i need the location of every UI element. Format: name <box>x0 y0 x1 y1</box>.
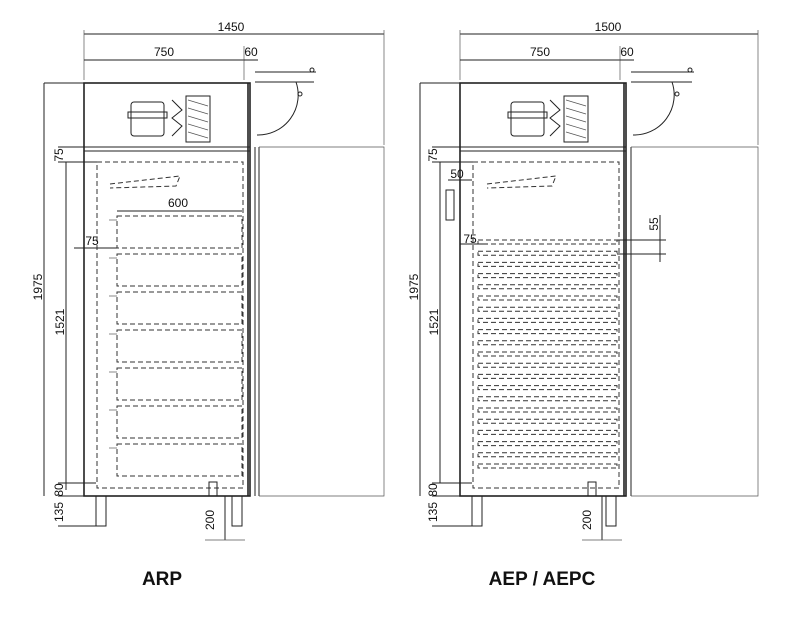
arp-trays <box>109 215 243 477</box>
arp-dim-200: 200 <box>203 510 217 530</box>
arp-tray <box>116 405 243 439</box>
arp-tray <box>116 253 243 287</box>
arp-dim-600: 600 <box>168 196 188 210</box>
aep-cabinet-outline <box>459 82 627 497</box>
aep-tray <box>477 362 618 368</box>
aep-tray <box>477 239 618 245</box>
aep-fan <box>549 99 561 137</box>
arp-dim-80: 80 <box>52 483 66 497</box>
arp-dim-60: 60 <box>244 45 258 59</box>
arp-cabinet-outline <box>83 82 251 497</box>
arp-condenser-fins <box>187 99 209 139</box>
aep-dim-1500: 1500 <box>595 20 622 34</box>
arp-hinge-dot <box>297 91 303 97</box>
arp-tray <box>116 443 243 477</box>
aep-tray <box>477 385 618 391</box>
arp-foot-right <box>231 495 243 527</box>
aep-foot-left <box>471 495 483 527</box>
aep-side-panel <box>445 189 455 221</box>
aep-tray <box>477 373 618 379</box>
aep-tray <box>477 295 618 301</box>
arp-compressor-band <box>127 111 168 119</box>
arp-tray <box>116 215 243 249</box>
aep-tray <box>477 284 618 290</box>
arp-compressor <box>130 101 165 137</box>
aep-tray <box>477 441 618 447</box>
aep-tray <box>477 463 618 469</box>
aep-tray <box>477 306 618 312</box>
aep-foot-right <box>605 495 617 527</box>
aep-dim-75-top: 75 <box>426 148 440 162</box>
aep-dim-200: 200 <box>580 510 594 530</box>
aep-dim-75-rail: 75 <box>463 232 477 246</box>
aep-dim-1521: 1521 <box>427 308 441 335</box>
aep-compressor <box>510 101 545 137</box>
aep-dim-135: 135 <box>426 502 440 522</box>
arp-condenser <box>185 95 211 143</box>
aep-tray <box>477 340 618 346</box>
arp-dim-1521: 1521 <box>53 308 67 335</box>
arp-fan <box>171 99 183 137</box>
aep-control-knob <box>687 67 693 73</box>
aep-model-label: AEP / AEPC <box>489 569 596 590</box>
arp-dim-750: 750 <box>154 45 174 59</box>
aep-tray <box>477 418 618 424</box>
aep-dim-80: 80 <box>426 483 440 497</box>
arp-model-label: ARP <box>142 569 182 590</box>
aep-tray <box>477 329 618 335</box>
arp-dim-75-rail: 75 <box>85 234 99 248</box>
aep-dim-1975: 1975 <box>407 273 421 300</box>
arp-dim-75-top: 75 <box>52 148 66 162</box>
arp-foot-left <box>95 495 107 527</box>
arp-tray <box>116 367 243 401</box>
aep-compressor-band <box>507 111 548 119</box>
aep-trays <box>477 239 618 469</box>
aep-tray <box>477 351 618 357</box>
arp-dim-1975: 1975 <box>31 273 45 300</box>
aep-tray <box>477 396 618 402</box>
aep-tray <box>477 452 618 458</box>
aep-dim-55: 55 <box>647 217 661 231</box>
aep-door-swing-outline <box>631 146 759 497</box>
arp-dim-1450: 1450 <box>218 20 245 34</box>
aep-tray <box>477 261 618 267</box>
arp-tray <box>116 291 243 325</box>
arp-drain <box>208 481 218 497</box>
arp-tray <box>116 329 243 363</box>
aep-tray <box>477 250 618 256</box>
aep-drawing <box>445 67 759 527</box>
aep-hinge-dot <box>674 91 680 97</box>
arp-dimensions: 1450 750 60 600 1975 1521 75 75 80 135 2… <box>31 20 385 541</box>
aep-condenser-fins <box>565 99 587 139</box>
aep-dim-60: 60 <box>620 45 634 59</box>
aep-inner-compartment <box>472 161 620 489</box>
aep-evaporator <box>486 175 557 189</box>
aep-tray <box>477 407 618 413</box>
aep-dim-750: 750 <box>530 45 550 59</box>
aep-tray <box>477 317 618 323</box>
aep-dim-50: 50 <box>450 167 464 181</box>
aep-condenser <box>563 95 589 143</box>
aep-tray <box>477 429 618 435</box>
arp-control-arc <box>255 81 314 136</box>
arp-evaporator <box>109 175 181 189</box>
arp-door-swing-outline <box>259 146 385 497</box>
arp-control-knob <box>309 67 315 73</box>
aep-tray <box>477 273 618 279</box>
arp-dim-135: 135 <box>52 502 66 522</box>
arp-drawing <box>65 67 385 527</box>
aep-dimensions: 1500 750 60 1975 1521 75 50 75 55 80 135… <box>407 20 759 541</box>
aep-control-arc <box>631 81 692 136</box>
aep-drain <box>587 481 597 497</box>
arp-inner-compartment <box>96 161 244 489</box>
